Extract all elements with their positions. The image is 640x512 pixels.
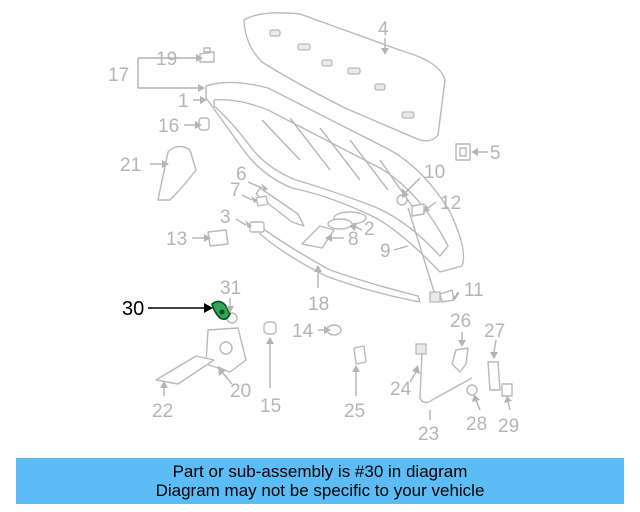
callout-16: 16 <box>158 116 179 137</box>
part-21-hinge[interactable] <box>157 145 197 201</box>
part-23-prop-rod[interactable] <box>415 343 473 404</box>
part-22-release-lever[interactable] <box>155 355 215 385</box>
callout-28: 28 <box>466 414 487 435</box>
leader-lines <box>137 38 512 420</box>
part-5-bracket[interactable] <box>455 143 471 161</box>
callout-9: 9 <box>380 241 391 262</box>
callout-29: 29 <box>498 416 519 437</box>
part-3-bumper[interactable] <box>249 221 265 233</box>
part-6-rod[interactable] <box>255 187 305 227</box>
callout-20: 20 <box>230 381 251 402</box>
part-7-screw[interactable] <box>255 195 269 207</box>
part-9-hood-strut[interactable] <box>407 207 441 303</box>
callout-17: 17 <box>108 65 129 86</box>
callout-25: 25 <box>344 401 365 422</box>
banner-line-2: Diagram may not be specific to your vehi… <box>155 481 485 500</box>
callout-5: 5 <box>490 143 501 164</box>
callout-14: 14 <box>292 321 314 342</box>
callout-3: 3 <box>220 207 231 228</box>
part-26-holder[interactable] <box>451 347 469 373</box>
part-1-hood-panel[interactable] <box>205 81 465 273</box>
callout-15: 15 <box>260 396 281 417</box>
callout-1: 1 <box>178 91 189 112</box>
callout-2: 2 <box>364 219 375 240</box>
part-2-bumper[interactable] <box>327 218 353 230</box>
callout-21: 21 <box>120 155 141 176</box>
callout-6: 6 <box>236 164 247 185</box>
part-16-bumper[interactable] <box>198 117 210 131</box>
callout-22: 22 <box>152 401 173 422</box>
insulation-clips <box>269 29 415 119</box>
part-info-banner: Part or sub-assembly is #30 in diagram D… <box>16 458 624 504</box>
callout-13: 13 <box>166 229 187 250</box>
callout-4: 4 <box>378 19 389 40</box>
callout-27: 27 <box>484 321 505 342</box>
callout-12: 12 <box>440 193 461 214</box>
part-18-weatherstrip[interactable] <box>259 227 421 303</box>
part-4-insulation-pad[interactable] <box>243 12 446 142</box>
part-27-bracket[interactable] <box>487 361 501 391</box>
callout-31: 31 <box>220 278 241 299</box>
callout-24: 24 <box>390 379 412 400</box>
callout-8: 8 <box>348 229 359 250</box>
part-13-bracket[interactable] <box>207 229 229 247</box>
callout-10: 10 <box>424 162 445 183</box>
part-19-clip[interactable] <box>199 47 215 63</box>
part-29-clip[interactable] <box>501 383 513 397</box>
leader-30 <box>148 303 213 313</box>
part-8-bracket[interactable] <box>301 225 335 249</box>
part-28-grommet[interactable] <box>466 384 478 396</box>
banner-line-1: Part or sub-assembly is #30 in diagram <box>172 462 468 481</box>
part-20-latch[interactable] <box>205 327 247 373</box>
part-11-clip[interactable] <box>439 289 455 303</box>
callout-23: 23 <box>418 424 439 445</box>
part-25-clip[interactable] <box>353 345 367 365</box>
part-30-highlighted[interactable] <box>211 300 231 321</box>
part-15-bumper[interactable] <box>263 321 277 335</box>
callout-26: 26 <box>450 311 471 332</box>
callout-18: 18 <box>308 294 329 315</box>
hood-parts-diagram: 4 17 19 1 16 5 21 6 7 10 12 3 2 13 8 9 1… <box>108 12 519 445</box>
callout-labels: 4 17 19 1 16 5 21 6 7 10 12 3 2 13 8 9 1… <box>108 19 519 445</box>
callout-30: 30 <box>122 298 144 320</box>
part-12-clip[interactable] <box>411 203 425 217</box>
callout-11: 11 <box>464 280 484 301</box>
callout-19: 19 <box>156 49 177 70</box>
callout-7: 7 <box>230 180 241 201</box>
